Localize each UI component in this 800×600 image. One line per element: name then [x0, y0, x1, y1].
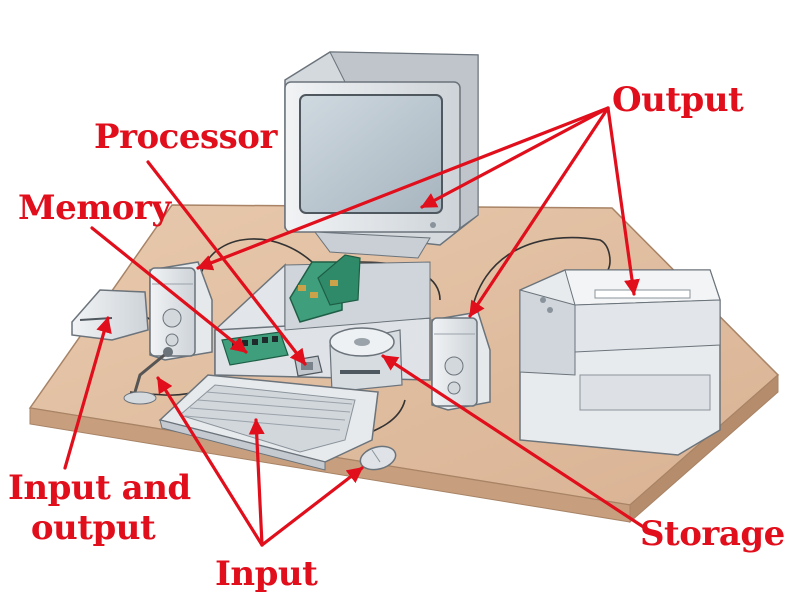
arrow-output-left-speaker [196, 106, 610, 271]
label-memory: Memory [18, 188, 171, 228]
arrow-storage [381, 354, 647, 530]
label-input: Input [215, 554, 318, 594]
arrow-input-output [63, 316, 112, 470]
arrow-output-right-speaker [468, 106, 610, 318]
arrow-input-mouse [260, 466, 364, 547]
label-processor: Processor [94, 117, 277, 157]
arrow-output-printer [606, 106, 640, 296]
microphone-icon [123, 347, 173, 405]
arrow-output-monitor [420, 106, 610, 209]
speaker-right-icon [431, 311, 491, 411]
arrow-processor [146, 160, 307, 366]
monitor-icon [284, 51, 479, 259]
arrow-memory [90, 226, 248, 354]
disk-icon [329, 327, 403, 393]
label-input-and-output: Input and output [8, 468, 191, 548]
modem-icon [71, 289, 149, 341]
arrow-input-keyboard [248, 418, 265, 547]
label-output: Output [612, 80, 744, 120]
label-storage: Storage [640, 514, 785, 554]
printer-icon [519, 269, 721, 456]
arrow-input-microphone [156, 376, 264, 547]
label-input-and-output-line2: output [30, 508, 156, 548]
label-input-and-output-line1: Input and [8, 468, 191, 508]
annotation-arrows [63, 106, 647, 547]
speaker-left-icon [149, 261, 213, 361]
mouse-icon [359, 445, 397, 471]
keyboard-icon [158, 374, 379, 471]
circuit-board-icon [289, 254, 361, 323]
chip-icon [294, 355, 323, 377]
